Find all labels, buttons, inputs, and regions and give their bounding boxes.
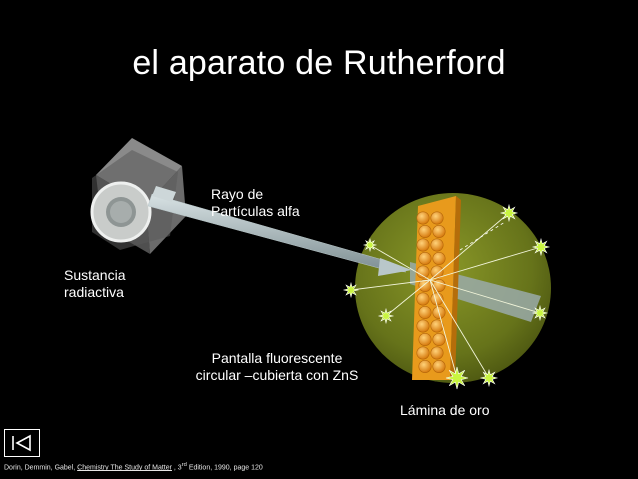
gold-atom [430, 211, 444, 225]
gold-atom [418, 359, 432, 373]
scatter-path [429, 279, 458, 379]
citation: Dorin, Demmin, Gabel, Chemistry The Stud… [4, 462, 263, 471]
gold-atom [430, 238, 444, 252]
gold-atom [416, 238, 430, 252]
scatter-path [385, 279, 431, 317]
scatter-path [350, 279, 431, 291]
scintillation-flash [479, 368, 499, 388]
alpha-beam [147, 186, 412, 276]
gold-atom [416, 319, 430, 333]
slide-title: el aparato de Rutherford [132, 44, 506, 82]
gold-atom [430, 346, 444, 360]
scintillation-flash [362, 237, 378, 253]
alpha-ray-label-line2: Partículas alfa [211, 203, 300, 219]
scintillation-flash [342, 281, 360, 299]
gold-atom [432, 332, 446, 346]
gold-atom [418, 332, 432, 346]
screen-label-line1: Pantalla fluorescente [211, 350, 343, 366]
gold-atom [418, 225, 432, 239]
gold-atom [432, 225, 446, 239]
first-slide-icon [12, 434, 31, 452]
scintillation-flash [531, 237, 551, 257]
gold-atom [430, 319, 444, 333]
source-label-line2: radiactiva [64, 284, 124, 300]
gold-atom [418, 252, 432, 266]
gold-atoms [416, 211, 446, 373]
scatter-path [429, 246, 542, 281]
scattering-paths [350, 212, 542, 379]
scatter-path [429, 279, 490, 379]
alpha-ray-label-line1: Rayo de [211, 186, 264, 202]
source-label: Sustancia radiactiva [64, 267, 125, 301]
alpha-ray-label: Rayo de Partículas alfa [211, 186, 300, 220]
scatter-path [429, 279, 541, 314]
gold-foil-label: Lámina de oro [400, 402, 490, 418]
scatter-path [429, 212, 510, 281]
citation-book: Chemistry The Study of Matter [77, 464, 172, 472]
gold-atom [416, 292, 430, 306]
scintillations [342, 203, 551, 390]
gold-atom [432, 252, 446, 266]
gold-atom [432, 359, 446, 373]
scintillation-flash [445, 366, 469, 390]
gold-atom [416, 346, 430, 360]
screen-label: Pantalla fluorescente circular –cubierta… [170, 350, 384, 384]
gold-atom [418, 305, 432, 319]
source-label-line1: Sustancia [64, 267, 126, 283]
first-slide-button[interactable] [4, 429, 40, 457]
scintillation-flash [531, 304, 549, 322]
screen-label-line2: circular –cubierta con ZnS [195, 367, 359, 383]
citation-edition-sup: rd [181, 462, 187, 468]
citation-authors: Dorin, Demmin, Gabel, [4, 464, 76, 472]
citation-edition-pre: , 3 [171, 464, 182, 472]
citation-edition-post: Edition, 1990, page 120 [186, 464, 263, 472]
scintillation-flash [377, 307, 395, 325]
scintillation-flash [499, 203, 519, 223]
scatter-path [369, 244, 431, 281]
scatter-path-dashed [459, 221, 506, 251]
gold-atom [416, 211, 430, 225]
